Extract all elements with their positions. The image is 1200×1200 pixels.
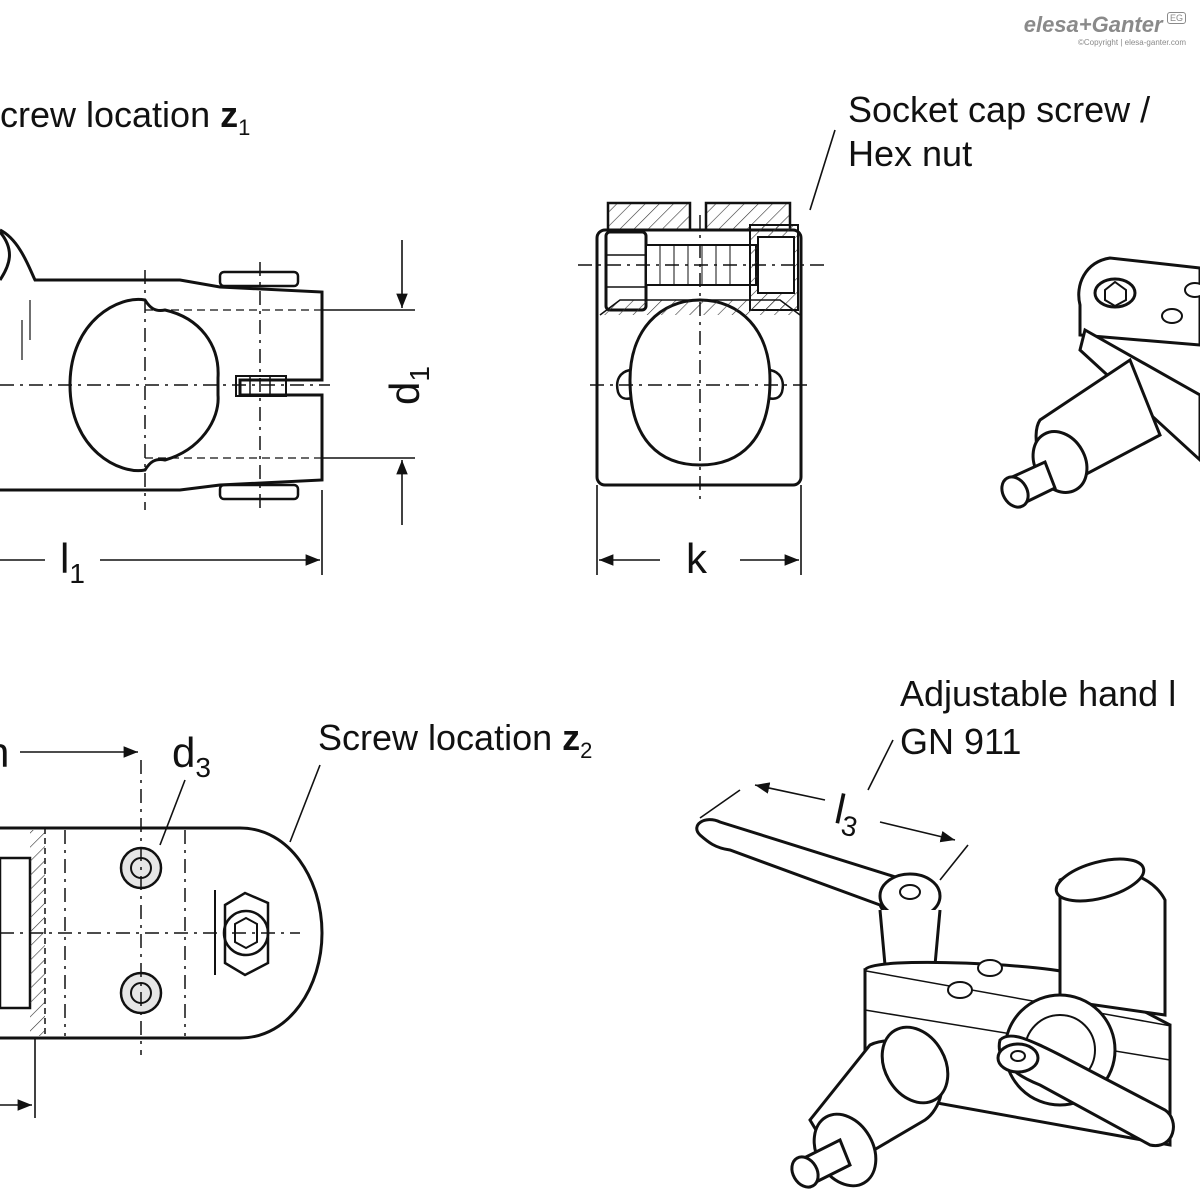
screw-location-z2-sub: 2 (580, 738, 593, 764)
screw-location-z1-text: crew location (0, 94, 221, 135)
screw-location-z1-label: crew location z1 (0, 97, 250, 139)
brand-mark: EG (1166, 12, 1186, 24)
front-view (595, 201, 803, 487)
l1-sub: 1 (69, 558, 85, 589)
adjustable-hand-lever-line1: Adjustable hand l (900, 673, 1177, 714)
screw-location-z2-symbol: z (562, 717, 581, 758)
socket-cap-screw-line2: Hex nut (848, 133, 973, 174)
d1-main: d (381, 381, 428, 405)
side-view-z1-dashes (145, 309, 322, 459)
k-dimension-label: k (686, 538, 707, 580)
l1-dimension-label: l1 (60, 538, 85, 588)
side-view-z1-centerlines (0, 262, 330, 510)
l1-main: l (60, 535, 70, 582)
d1-sub: 1 (404, 366, 435, 382)
side-view-z1 (0, 228, 324, 501)
brand-logo: elesa+Ganter EG ©Copyright | elesa-gante… (1024, 12, 1186, 47)
k-main: k (686, 535, 707, 582)
d1-dimension-lines (0, 240, 415, 575)
d1-dimension-label: d1 (381, 366, 435, 405)
iso-view-bottom (695, 818, 1175, 1189)
adjustable-hand-lever-line2: GN 911 (900, 721, 1022, 762)
iso-view-top (1000, 256, 1200, 509)
socket-cap-screw-label: Socket cap screw / Hex nut (848, 92, 1150, 172)
h-main: h (0, 729, 9, 776)
screw-location-z1-symbol: z (220, 94, 239, 135)
screw-location-z2-text: Screw location (318, 717, 563, 758)
d3-dimension-label: d3 (172, 732, 211, 782)
d3-sub: 3 (195, 752, 211, 783)
top-view-z2-centerlines (0, 760, 300, 1055)
l3-dimension-lines (699, 739, 969, 881)
brand-name: elesa+Ganter (1023, 12, 1163, 37)
socket-cap-screw-line1: Socket cap screw / (848, 89, 1151, 130)
screw-location-z1-sub: 1 (238, 115, 251, 141)
brand-copyright: ©Copyright | elesa-ganter.com (1077, 38, 1186, 47)
screw-location-z2-label: Screw location z2 (318, 720, 592, 762)
d3-dimension-lines (0, 746, 321, 1118)
d3-main: d (172, 729, 196, 776)
front-view-centerlines (578, 215, 828, 505)
k-dimension-lines (596, 129, 836, 575)
adjustable-hand-lever-label: Adjustable hand l GN 911 (900, 676, 1176, 760)
h-dimension-label-partial: h (0, 732, 9, 774)
